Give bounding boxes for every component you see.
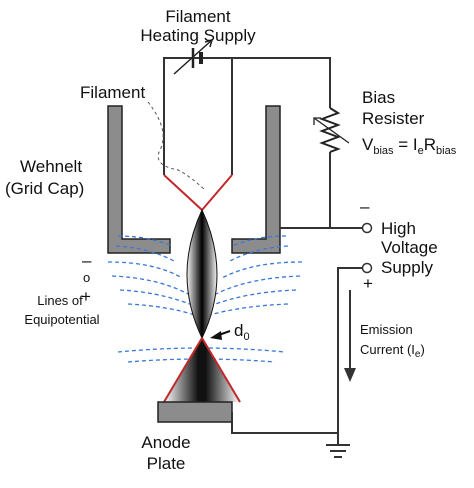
equipotential-label-line2: Equipotential — [24, 312, 99, 327]
hv-terminals — [361, 222, 373, 274]
emission-label-line2: Current (Ie) — [360, 342, 425, 360]
wehnelt-electrode — [107, 105, 281, 254]
filament-label: Filament — [80, 83, 145, 102]
equipotential-lines — [107, 235, 303, 363]
bias-label-line1: Bias — [362, 88, 395, 107]
anode-label-line2: Plate — [147, 454, 186, 473]
hv-negative-terminal — [361, 222, 373, 234]
emission-current-arrow — [344, 290, 356, 382]
hv-positive-terminal — [361, 262, 373, 274]
wehnelt-right — [231, 105, 281, 254]
heating-supply-circuit — [163, 57, 233, 175]
bias-resistor-icon — [313, 107, 350, 153]
hv-label-line1: High — [381, 219, 416, 238]
wehnelt-label-line2: (Grid Cap) — [5, 179, 84, 198]
wehnelt-plus-sign: + — [81, 287, 91, 306]
wehnelt-minus-sign: – — [82, 251, 92, 270]
variable-arrow — [173, 39, 213, 75]
ground-icon — [326, 444, 350, 458]
wehnelt-label-line1: Wehnelt — [20, 157, 82, 176]
heating-circuit-wire — [163, 57, 233, 175]
wehnelt-o-mark: o — [83, 270, 90, 285]
heating-supply-label-line2: Heating Supply — [140, 26, 256, 45]
crossover-label: d0 — [234, 321, 250, 343]
heating-supply-label-line1: Filament — [165, 7, 230, 26]
vbias-equation: Vbias = IeRbias — [362, 135, 457, 157]
ground-circuit — [231, 267, 362, 444]
bias-label-line2: Resister — [362, 109, 425, 128]
emission-label-line1: Emission — [360, 322, 413, 337]
hv-plus-sign: + — [363, 274, 373, 293]
filament-leader-line — [147, 101, 206, 191]
battery-icon — [173, 38, 214, 75]
wehnelt-left — [107, 105, 171, 254]
anode-label-line1: Anode — [141, 433, 190, 452]
equipotential-label-line1: Lines of — [37, 293, 83, 308]
hv-label-line3: Supply — [381, 258, 433, 277]
electron-beam — [163, 208, 241, 403]
crossover-arrow — [210, 330, 231, 340]
hv-label-line2: Voltage — [381, 238, 438, 257]
bias-circuit-wires — [232, 57, 362, 229]
hv-minus-sign: – — [360, 197, 370, 216]
filament-wire — [163, 174, 233, 211]
anode-plate — [157, 401, 233, 423]
